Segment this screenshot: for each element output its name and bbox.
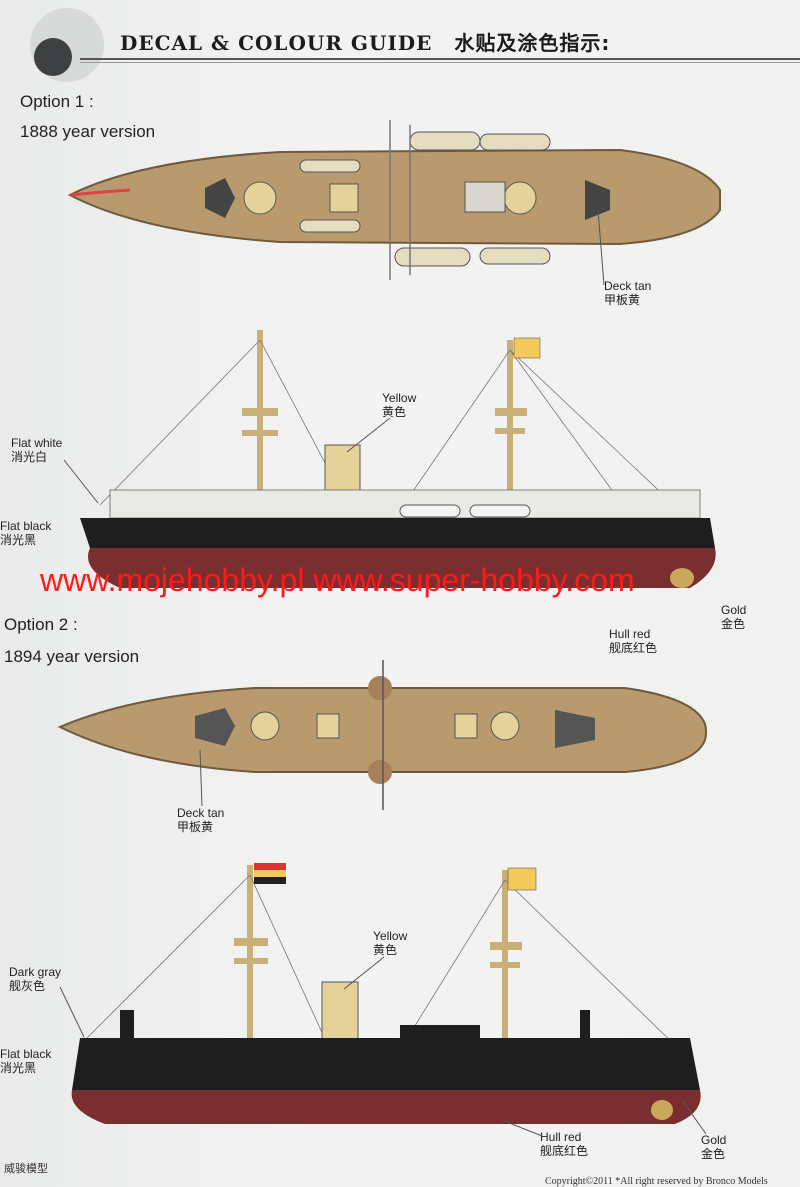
option1-hull-red-label-cn: 舰底红色: [609, 641, 658, 655]
option1-side-view: [80, 330, 716, 588]
option2-gold-label: Gold: [701, 1133, 727, 1147]
option1-label: Option 1 :: [20, 92, 94, 111]
footer-copyright: Copyright©2011 *All right reserved by Br…: [545, 1176, 768, 1187]
option2-yellow-leader: [343, 956, 385, 990]
title-en: DECAL & COLOUR GUIDE: [120, 31, 433, 55]
option2-flat-black-label-cn: 消光黑: [0, 1061, 37, 1075]
option1-deck-tan-label: Deck tan: [604, 279, 652, 293]
title-underline: [80, 58, 800, 60]
option1-top-view: [67, 120, 721, 280]
option2-dark-gray-label: Dark gray: [9, 965, 62, 979]
option1-flat-black-label: Flat black: [0, 519, 52, 533]
footer-brand-cn: 威骏模型: [4, 1162, 48, 1175]
option1-yellow-label-cn: 黄色: [382, 405, 407, 419]
option2-deck-tan-label: Deck tan: [177, 806, 225, 820]
option1-gold-label: Gold: [721, 603, 747, 617]
title-underline-thin: [80, 62, 800, 63]
option1-yellow-leader: [346, 417, 391, 453]
option1-yellow-label: Yellow: [382, 391, 417, 405]
option1-hull-red-label: Hull red: [609, 627, 651, 641]
option1-deck-tan-leader: [597, 210, 605, 286]
option2-version: 1894 year version: [4, 647, 140, 666]
option1-flat-white-label-cn: 消光白: [11, 450, 48, 464]
option2-gold-label-cn: 金色: [701, 1147, 726, 1161]
title-cn: 水贴及涂色指示:: [454, 31, 611, 55]
option1-version: 1888 year version: [20, 122, 156, 141]
option1-flat-white-label: Flat white: [11, 436, 63, 450]
page-title: DECAL & COLOUR GUIDE 水贴及涂色指示:: [120, 27, 610, 56]
option1-deck-tan-label-cn: 甲板黄: [604, 293, 641, 307]
corner-decor-small-circle: [34, 38, 72, 76]
option2-deck-tan-label-cn: 甲板黄: [177, 820, 214, 834]
option2-label: Option 2 :: [4, 615, 78, 634]
option2-deck-tan-leader: [199, 750, 203, 807]
option1-flat-white-leader: [63, 459, 99, 504]
option2-gold-leader: [681, 1099, 707, 1135]
option2-hull-red-label-cn: 舰底红色: [540, 1144, 589, 1158]
option2-side-view: [71, 863, 701, 1124]
option2-dark-gray-label-cn: 舰灰色: [9, 979, 46, 993]
option2-dark-gray-leader: [59, 986, 85, 1038]
option2-flat-black-label: Flat black: [0, 1047, 52, 1061]
option2-yellow-label-cn: 黄色: [373, 943, 398, 957]
option1-gold-label-cn: 金色: [721, 617, 746, 631]
option1-flat-black-label-cn: 消光黑: [0, 533, 37, 547]
option2-top-view: [57, 660, 707, 810]
watermark-text: www.mojehobby.pl www.super-hobby.com: [40, 562, 635, 598]
option2-hull-red-label: Hull red: [540, 1130, 582, 1144]
option2-yellow-label: Yellow: [373, 929, 408, 943]
option2-hull-red-leader: [501, 1119, 543, 1137]
